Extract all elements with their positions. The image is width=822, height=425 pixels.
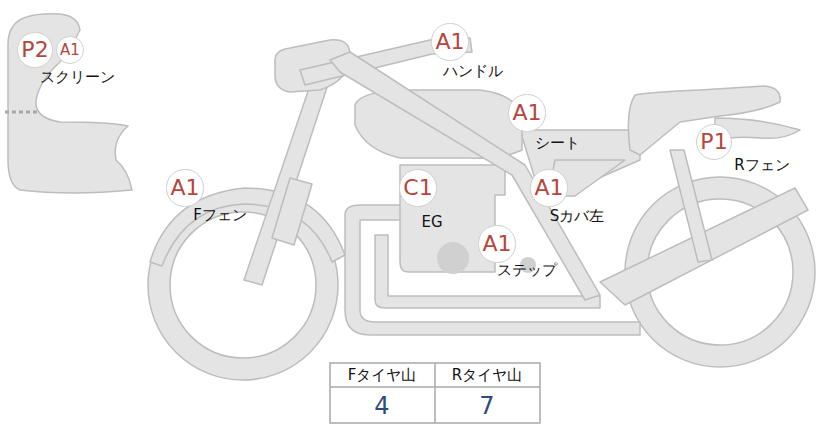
callout-code: A1 — [512, 102, 541, 124]
callout-code: P1 — [700, 131, 727, 153]
callout-circle: C1 — [399, 169, 436, 206]
callout-code: A1 — [482, 233, 511, 255]
callout-circle: A1 — [508, 94, 545, 131]
callout-code: P2 — [21, 39, 48, 61]
callout-code: A1 — [60, 43, 80, 58]
part-name: スクリーン — [40, 69, 115, 86]
part-name: EG — [421, 214, 442, 231]
callout-code: A1 — [170, 177, 199, 199]
callout-code: C1 — [403, 177, 432, 199]
callout-circle: A1 — [530, 169, 567, 206]
table-cell: Rタイヤ山 — [452, 367, 522, 384]
callout-circle: A1 — [56, 36, 84, 64]
callout-circle: P2 — [17, 32, 52, 67]
callout-circle: A1 — [431, 23, 468, 60]
part-name: Sカバ左 — [550, 208, 605, 225]
table-cell: Fタイヤ山 — [348, 367, 417, 384]
tyre-table — [330, 363, 540, 423]
callout-circle: P1 — [696, 124, 732, 160]
table-cell: 4 — [374, 393, 389, 419]
part-name: Fフェン — [193, 207, 247, 224]
part-name: Rフェン — [734, 157, 789, 174]
table-cell: 7 — [479, 393, 494, 419]
callout-circle: A1 — [166, 169, 203, 206]
callout-code: A1 — [435, 31, 464, 53]
part-name: シート — [535, 135, 580, 152]
callout-circle: A1 — [478, 225, 515, 262]
callout-code: A1 — [534, 177, 563, 199]
part-name: ステップ — [497, 262, 557, 279]
part-name: ハンドル — [443, 63, 503, 80]
